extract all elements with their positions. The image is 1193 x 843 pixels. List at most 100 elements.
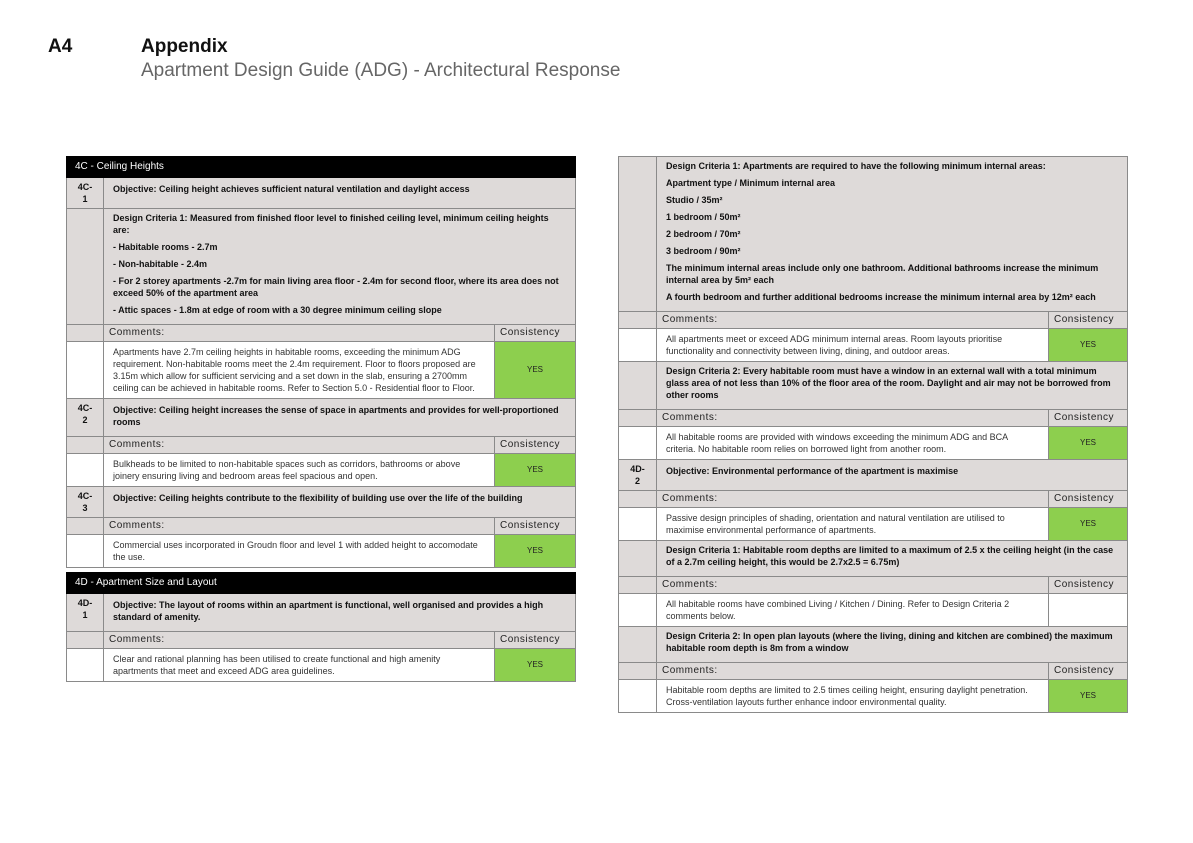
- consistency-badge: YES: [494, 534, 576, 568]
- comment-text: Commercial uses incorporated in Groudn f…: [103, 534, 495, 568]
- comments-label: Comments:: [103, 631, 495, 649]
- criteria-line: - Attic spaces - 1.8m at edge of room wi…: [113, 305, 442, 315]
- code-cell: [66, 534, 104, 568]
- consistency-label: Consistency: [494, 631, 576, 649]
- consistency-label: Consistency: [1047, 490, 1129, 508]
- design-criteria-row: Design Criteria 2: In open plan layouts …: [618, 626, 1128, 663]
- comments-header-row: Comments:Consistency: [618, 576, 1129, 594]
- comment-row: All habitable rooms are provided with wi…: [618, 426, 1129, 460]
- criteria-line: Studio / 35m²: [666, 195, 723, 205]
- design-criteria-row: Design Criteria 1: Measured from finishe…: [66, 208, 576, 325]
- consistency-label: Consistency: [494, 324, 576, 342]
- code-cell: [618, 311, 657, 329]
- comments-label: Comments:: [656, 409, 1049, 427]
- comment-text: Apartments have 2.7m ceiling heights in …: [103, 341, 495, 399]
- consistency-label: Consistency: [1047, 662, 1129, 680]
- code-cell: [618, 361, 657, 410]
- page-title: Appendix: [141, 36, 228, 57]
- code-cell: [618, 426, 657, 460]
- comment-text: Passive design principles of shading, or…: [656, 507, 1049, 541]
- comments-header-row: Comments:Consistency: [618, 311, 1129, 329]
- criteria-line: Design Criteria 2: Every habitable room …: [666, 366, 1111, 400]
- code-cell: [66, 436, 104, 454]
- comments-header-row: Comments:Consistency: [618, 490, 1129, 508]
- comment-row: All apartments meet or exceed ADG minimu…: [618, 328, 1129, 362]
- criteria-line: - Habitable rooms - 2.7m: [113, 242, 218, 252]
- code-cell: [618, 662, 657, 680]
- code-cell: [618, 156, 657, 312]
- code-cell: [618, 576, 657, 594]
- consistency-badge: [1047, 593, 1129, 627]
- objective-code: 4C-3: [66, 486, 104, 518]
- criteria-line: The minimum internal areas include only …: [666, 263, 1099, 285]
- consistency-label: Consistency: [1047, 311, 1129, 329]
- comments-header-row: Comments:Consistency: [66, 436, 576, 454]
- criteria-line: Design Criteria 1: Apartments are requir…: [666, 161, 1046, 171]
- comments-label: Comments:: [656, 490, 1049, 508]
- criteria-line: - Non-habitable - 2.4m: [113, 259, 208, 269]
- consistency-badge: YES: [1047, 679, 1129, 713]
- consistency-label: Consistency: [1047, 409, 1129, 427]
- code-cell: [618, 540, 657, 577]
- objective-text: Objective: The layout of rooms within an…: [103, 593, 576, 632]
- section-header: 4C - Ceiling Heights: [66, 156, 576, 178]
- comments-header-row: Comments:Consistency: [618, 662, 1129, 680]
- code-cell: [618, 409, 657, 427]
- consistency-badge: YES: [1047, 328, 1129, 362]
- comments-label: Comments:: [656, 662, 1049, 680]
- comments-header-row: Comments:Consistency: [66, 517, 576, 535]
- code-cell: [618, 507, 657, 541]
- consistency-badge: YES: [494, 341, 576, 399]
- design-criteria: Design Criteria 1: Measured from finishe…: [103, 208, 576, 325]
- comment-row: Commercial uses incorporated in Groudn f…: [66, 534, 576, 568]
- comments-label: Comments:: [103, 517, 495, 535]
- comment-text: Habitable room depths are limited to 2.5…: [656, 679, 1049, 713]
- criteria-line: - For 2 storey apartments -2.7m for main…: [113, 276, 559, 298]
- section-title: 4D - Apartment Size and Layout: [66, 572, 576, 594]
- design-criteria: Design Criteria 2: Every habitable room …: [656, 361, 1128, 410]
- design-criteria: Design Criteria 2: In open plan layouts …: [656, 626, 1128, 663]
- comment-row: Clear and rational planning has been uti…: [66, 648, 576, 682]
- objective-text: Objective: Ceiling height achieves suffi…: [103, 177, 576, 209]
- code-cell: [66, 341, 104, 399]
- comment-row: Apartments have 2.7m ceiling heights in …: [66, 341, 576, 399]
- comments-label: Comments:: [103, 324, 495, 342]
- code-cell: [66, 208, 104, 325]
- code-cell: [66, 324, 104, 342]
- section-title: 4C - Ceiling Heights: [66, 156, 576, 178]
- consistency-badge: YES: [1047, 426, 1129, 460]
- comments-label: Comments:: [103, 436, 495, 454]
- comments-header-row: Comments:Consistency: [66, 631, 576, 649]
- design-criteria-row: Design Criteria 1: Habitable room depths…: [618, 540, 1128, 577]
- consistency-badge: YES: [494, 453, 576, 487]
- objective-code: 4C-2: [66, 398, 104, 437]
- comment-row: Bulkheads to be limited to non-habitable…: [66, 453, 576, 487]
- objective-code: 4D-2: [618, 459, 657, 491]
- comment-text: All apartments meet or exceed ADG minimu…: [656, 328, 1049, 362]
- code-cell: [66, 517, 104, 535]
- consistency-badge: YES: [494, 648, 576, 682]
- objective-code: 4D-1: [66, 593, 104, 632]
- design-criteria: Design Criteria 1: Habitable room depths…: [656, 540, 1128, 577]
- section-header: 4D - Apartment Size and Layout: [66, 572, 576, 594]
- criteria-line: Design Criteria 1: Measured from finishe…: [113, 213, 549, 235]
- comment-text: Clear and rational planning has been uti…: [103, 648, 495, 682]
- design-criteria-row: Design Criteria 1: Apartments are requir…: [618, 156, 1128, 312]
- consistency-badge: YES: [1047, 507, 1129, 541]
- comments-label: Comments:: [656, 311, 1049, 329]
- objective-text: Objective: Ceiling height increases the …: [103, 398, 576, 437]
- criteria-line: Design Criteria 1: Habitable room depths…: [666, 545, 1114, 567]
- comment-text: All habitable rooms are provided with wi…: [656, 426, 1049, 460]
- consistency-label: Consistency: [494, 436, 576, 454]
- consistency-label: Consistency: [1047, 576, 1129, 594]
- objective-code: 4C-1: [66, 177, 104, 209]
- objective-text: Objective: Ceiling heights contribute to…: [103, 486, 576, 518]
- criteria-line: 1 bedroom / 50m²: [666, 212, 741, 222]
- objective-text: Objective: Environmental performance of …: [656, 459, 1128, 491]
- appendix-code: A4: [48, 36, 73, 57]
